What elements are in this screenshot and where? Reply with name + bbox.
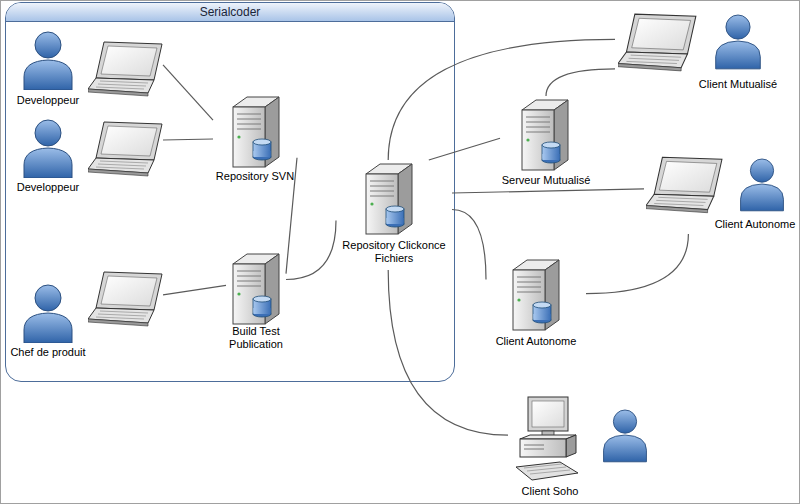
label-block: Repository SVN <box>207 170 303 183</box>
connector-line <box>163 285 226 294</box>
label-block: Developpeur <box>0 94 96 107</box>
connector-line <box>546 69 615 96</box>
node-label: Client Autonome <box>484 335 588 348</box>
laptop-icon <box>646 157 722 212</box>
node-box: Repository SVN <box>213 92 297 186</box>
connector-line <box>388 39 615 160</box>
label-block: Client Soho <box>502 485 598 498</box>
label-block: Client Autonome <box>484 335 588 348</box>
node-label: Developpeur <box>0 181 96 194</box>
laptop-icon <box>88 272 162 326</box>
person-icon <box>24 285 72 343</box>
laptop-icon <box>88 42 162 96</box>
person-icon <box>604 410 647 462</box>
group-title: Serialcoder <box>6 3 454 21</box>
person-icon <box>741 159 784 211</box>
connector-line <box>452 210 486 280</box>
node-label: Chef de produit <box>0 346 98 359</box>
node-label: Client Autonome <box>705 218 800 231</box>
connector-line <box>388 270 508 435</box>
laptop-icon <box>618 14 696 71</box>
label-block: Developpeur <box>0 181 96 194</box>
node-label: Client Soho <box>502 485 598 498</box>
node-box: Developpeur <box>3 116 163 196</box>
node-box: Serveur Mutualisé <box>500 96 592 190</box>
label-block: Build Test Publication <box>229 325 283 351</box>
group-title-band: Serialcoder <box>6 3 454 22</box>
group-frame: SerialcoderDeveloppeurDeveloppeurChef de… <box>5 2 455 382</box>
person-icon <box>24 32 72 90</box>
node-box: Client Autonome <box>644 152 792 234</box>
connector-line <box>452 189 644 193</box>
node-box: Client Soho <box>508 392 653 500</box>
connector-line <box>286 221 336 280</box>
node-box: Client Mutualisé <box>615 10 770 94</box>
connector-line <box>163 139 213 140</box>
server-icon <box>522 100 568 170</box>
node-label: Build Test Publication <box>229 325 283 351</box>
label-block: Repository Clickonce Fichiers <box>336 239 452 265</box>
server-icon <box>366 164 412 234</box>
connector-line <box>586 234 688 294</box>
person-icon <box>24 120 72 178</box>
server-icon <box>513 260 559 330</box>
node-box: Chef de produit <box>3 266 163 362</box>
node-label: Developpeur <box>0 94 96 107</box>
label-block: Client Autonome <box>705 218 800 231</box>
person-icon <box>716 15 761 69</box>
node-label: Serveur Mutualisé <box>494 174 598 187</box>
node-label: Client Mutualisé <box>683 78 793 91</box>
node-label: Repository Clickonce Fichiers <box>336 239 452 265</box>
connector-line <box>429 138 500 160</box>
label-block: Serveur Mutualisé <box>494 174 598 187</box>
label-block: Chef de produit <box>0 346 98 359</box>
node-box: Developpeur <box>3 28 163 110</box>
connector-line <box>163 65 213 120</box>
laptop-icon <box>88 122 162 176</box>
server-icon <box>233 97 279 167</box>
node-box: Repository Clickonce Fichiers <box>336 160 452 270</box>
node-label: Repository SVN <box>207 170 303 183</box>
node-box: Client Autonome <box>486 256 586 350</box>
label-block: Client Mutualisé <box>683 78 793 91</box>
desktop-icon <box>516 397 578 480</box>
server-icon <box>233 254 279 324</box>
node-box: Build Test Publication <box>226 250 286 368</box>
